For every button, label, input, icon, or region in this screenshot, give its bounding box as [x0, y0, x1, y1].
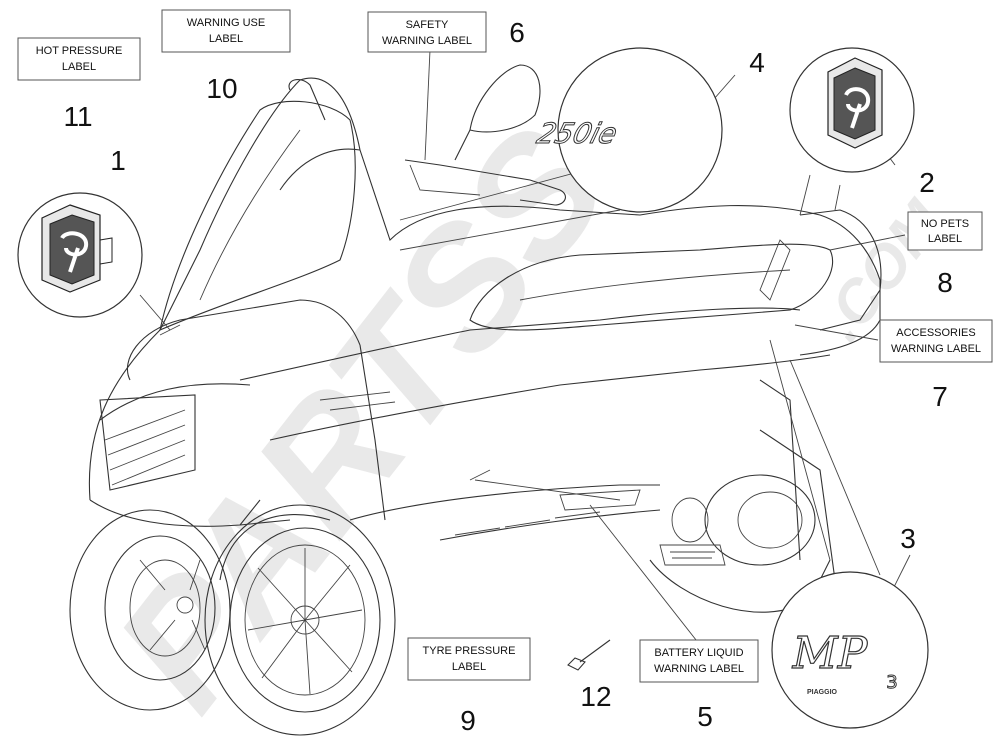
brand-small-text: PIAGGIO: [807, 689, 838, 696]
callout-9-line-1: TYRE PRESSURE: [423, 645, 516, 657]
callout-8-number: 8: [937, 267, 953, 298]
callout-7-number: 7: [932, 381, 948, 412]
callout-4-number: 4: [749, 47, 765, 78]
model-badge-text: 250ie: [534, 117, 621, 149]
callout-10: WARNING USE LABEL 10: [161, 9, 291, 104]
detail-circle-1: [17, 192, 143, 318]
callout-12-number: 12: [580, 681, 611, 712]
callout-5-line-1: BATTERY LIQUID: [654, 647, 743, 659]
rivet-icon: [567, 639, 611, 671]
callout-1: 1: [110, 145, 126, 176]
callout-6-line-2: WARNING LABEL: [382, 35, 472, 47]
detail-circle-3: MP 3 PIAGGIO: [771, 571, 929, 729]
piaggio-logo-icon-2: [827, 57, 883, 149]
callout-10-line-1: WARNING USE: [187, 17, 265, 29]
callout-3: 3: [900, 523, 916, 554]
callout-8-line-2: LABEL: [928, 233, 962, 245]
callout-12: 12: [567, 639, 612, 712]
scooter-drawing: [69, 64, 882, 736]
callout-11-number: 11: [63, 101, 92, 132]
callout-11-line-2: LABEL: [62, 61, 96, 73]
callout-5-line-2: WARNING LABEL: [654, 663, 744, 675]
callout-7-line-1: ACCESSORIES: [896, 327, 975, 339]
callout-2: 2: [919, 167, 935, 198]
callout-6-line-1: SAFETY: [406, 19, 449, 31]
callout-11-line-1: HOT PRESSURE: [36, 45, 123, 57]
callout-6: SAFETY WARNING LABEL 6: [367, 11, 525, 53]
mp3-sub-text: 3: [886, 672, 897, 693]
callout-2-number: 2: [919, 167, 935, 198]
callout-8: NO PETS LABEL 8: [907, 211, 983, 298]
callout-9: TYRE PRESSURE LABEL 9: [407, 637, 531, 736]
callout-4: 4: [749, 47, 765, 78]
callout-7: ACCESSORIES WARNING LABEL 7: [879, 319, 993, 412]
callout-9-line-2: LABEL: [452, 661, 486, 673]
callout-7-line-2: WARNING LABEL: [891, 343, 981, 355]
callout-9-number: 9: [460, 705, 476, 736]
callout-10-number: 10: [206, 73, 237, 104]
detail-circle-2: [789, 47, 915, 173]
callout-6-number: 6: [509, 17, 525, 48]
detail-circle-4: 250ie: [533, 47, 723, 213]
mp3-logo-text: MP: [792, 628, 869, 679]
callout-1-number: 1: [110, 145, 126, 176]
callout-3-number: 3: [900, 523, 916, 554]
piaggio-logo-icon: [41, 204, 113, 293]
callout-8-line-1: NO PETS: [921, 218, 969, 230]
callout-10-line-2: LABEL: [209, 33, 243, 45]
callout-11: HOT PRESSURE LABEL 11: [17, 37, 141, 132]
callout-5-number: 5: [697, 701, 713, 732]
wheel-spokes: [247, 548, 363, 695]
callout-5: BATTERY LIQUID WARNING LABEL 5: [639, 639, 759, 732]
